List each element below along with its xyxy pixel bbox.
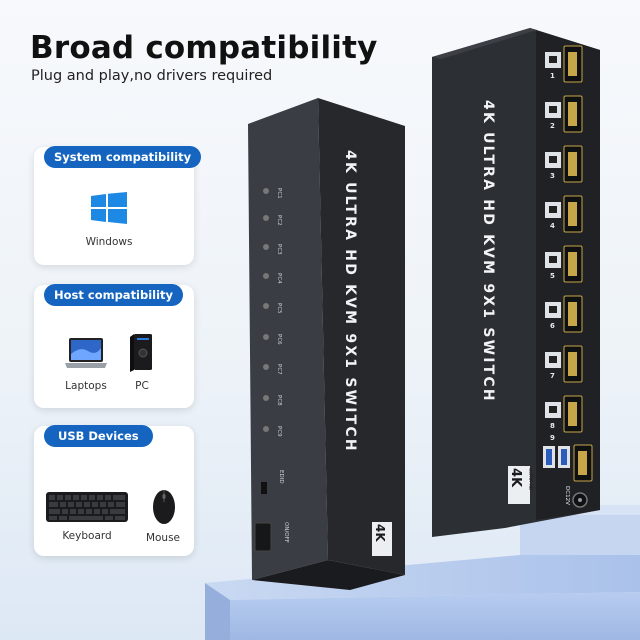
front-port-leds <box>263 188 269 432</box>
usb-hub-ports <box>543 446 570 468</box>
led-4 <box>263 273 269 279</box>
host-compatibility-card: Host compatibility Laptops PC <box>34 284 194 408</box>
port-number-8: 8 <box>550 422 555 430</box>
port-group-1 <box>545 45 583 83</box>
port-number-2: 2 <box>550 122 555 130</box>
dc-power-label: DC12V <box>564 486 570 505</box>
output-hdmi-pins <box>578 451 587 475</box>
back-device-title: 4K ULTRA HD KVM 9X1 SWITCH <box>480 100 496 403</box>
port-label-5: PC5 <box>276 303 282 314</box>
port-label-9: PC9 <box>276 426 282 437</box>
port-group-4 <box>545 195 583 233</box>
port-label-3: PC3 <box>276 244 282 255</box>
pc-tower-icon <box>130 334 152 372</box>
host-compatibility-label: Host compatibility <box>44 284 184 306</box>
front-port-labels: PC1 PC2 PC3 PC4 PC5 PC6 PC7 PC8 PC9 EDID… <box>276 188 289 543</box>
led-9 <box>263 426 269 432</box>
front-device-title: 4K ULTRA HD KVM 9X1 SWITCH <box>342 150 358 453</box>
headline: Broad compatibility <box>30 30 378 66</box>
windows-caption: Windows <box>85 236 133 248</box>
led-8 <box>263 395 269 401</box>
led-1 <box>263 188 269 194</box>
pc-caption: PC <box>135 380 149 392</box>
back-badge-subtitle: ULTRA HD <box>527 468 533 491</box>
back-port-column <box>545 45 583 433</box>
port-group-6 <box>545 295 583 333</box>
laptops-caption: Laptops <box>65 380 107 392</box>
front-4k-badge: 4K <box>373 524 387 542</box>
power-switch <box>254 522 272 552</box>
back-4k-badge-bg <box>508 466 530 504</box>
port-label-4: PC4 <box>276 273 282 284</box>
mode-label: EDID <box>278 470 284 484</box>
keyboard-caption: Keyboard <box>62 530 112 542</box>
led-3 <box>263 244 269 250</box>
port-number-9: 9 <box>550 434 555 442</box>
port-group-7 <box>545 345 583 383</box>
system-compatibility-label: System compatibility <box>44 146 202 168</box>
port-label-6: PC6 <box>276 334 282 345</box>
port-number-4: 4 <box>550 222 555 230</box>
led-2 <box>263 215 269 221</box>
led-7 <box>263 364 269 370</box>
back-4k-badge: 4K <box>508 468 523 488</box>
port-label-8: PC8 <box>276 395 282 406</box>
laptop-icon <box>65 338 107 368</box>
port-number-5: 5 <box>550 272 555 280</box>
port-label-7: PC7 <box>276 364 282 375</box>
port-number-6: 6 <box>550 322 555 330</box>
mouse-caption: Mouse <box>145 532 181 544</box>
system-compatibility-card: System compatibility Windows <box>34 146 202 265</box>
port-label-2: PC2 <box>276 215 282 226</box>
power-switch-label: ON/OFF <box>283 522 289 543</box>
mouse-icon <box>153 490 175 524</box>
led-5 <box>263 303 269 309</box>
port-label-1: PC1 <box>276 188 282 199</box>
front-4k-badge-bg <box>372 522 392 556</box>
port-group-8 <box>545 395 583 433</box>
port-number-3: 3 <box>550 172 555 180</box>
port-number-7: 7 <box>550 372 555 380</box>
usb-devices-label: USB Devices <box>44 425 153 447</box>
port-group-3 <box>545 145 583 183</box>
mode-switch <box>261 482 267 494</box>
usb-devices-card: USB Devices Keyboard Mouse <box>34 425 194 556</box>
port-group-5 <box>545 245 583 283</box>
port-number-1: 1 <box>550 72 555 80</box>
keyboard-icon <box>46 492 128 522</box>
windows-icon <box>91 192 127 224</box>
kvm-switch-front <box>248 98 405 590</box>
port-group-2 <box>545 95 583 133</box>
back-port-numbers: 1 2 3 4 5 6 7 8 9 <box>550 72 555 442</box>
led-6 <box>263 334 269 340</box>
subheadline: Plug and play,no drivers required <box>31 68 273 84</box>
